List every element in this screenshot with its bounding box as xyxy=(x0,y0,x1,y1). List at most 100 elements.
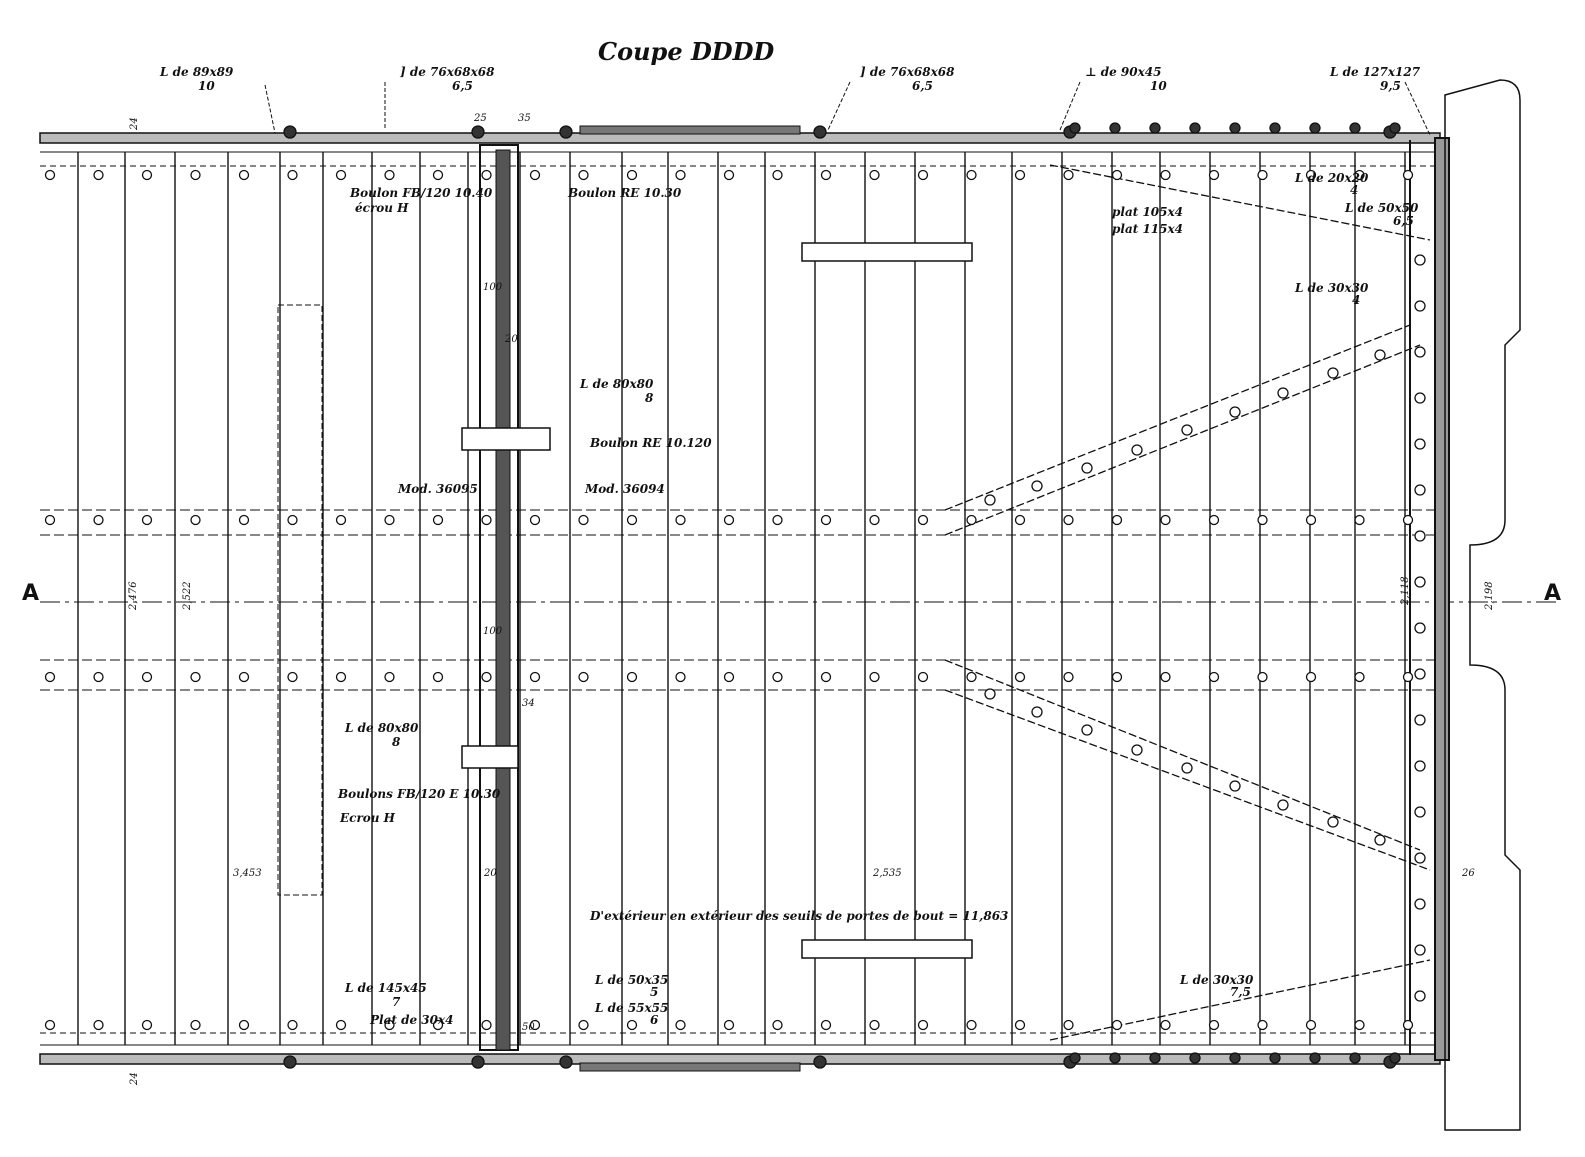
diagonal-brace-line xyxy=(944,324,1411,511)
callout-plat-105: plat 105x4 xyxy=(1112,205,1183,219)
buffer-beam-outline xyxy=(1444,79,1521,1131)
dashed-frame-left xyxy=(277,304,323,896)
rivet xyxy=(1402,671,1414,683)
rivet xyxy=(917,671,929,683)
rivet xyxy=(190,169,201,181)
rivet xyxy=(287,1019,298,1031)
callout-plat-30: Plat de 30x4 xyxy=(369,1013,453,1027)
headstock-rivet xyxy=(1414,392,1426,404)
svg-text:7: 7 xyxy=(392,995,401,1009)
rivet xyxy=(772,514,783,526)
rivet xyxy=(1014,514,1026,526)
dimension-2198: 2,198 xyxy=(1484,581,1495,611)
diagonal-rivet xyxy=(1229,780,1241,792)
dimension-20-bottom: 20 xyxy=(483,868,497,879)
diagonal-brace-line xyxy=(944,344,1421,536)
svg-text:4: 4 xyxy=(1350,183,1358,197)
dimension-2476: 2,476 xyxy=(128,581,139,611)
rivet xyxy=(578,514,589,526)
headstock-rivet xyxy=(1414,898,1426,910)
rivet xyxy=(335,514,347,526)
section-marker-right: A xyxy=(1544,581,1561,606)
dimension-25: 25 xyxy=(473,113,487,124)
headstock-rivet xyxy=(1414,254,1426,266)
rivet xyxy=(966,514,977,526)
rivet xyxy=(44,671,56,683)
svg-text:L de 80x80: L de 80x80 xyxy=(579,377,654,391)
rivet xyxy=(529,1019,541,1031)
svg-text:Boulon FB/120 10.40: Boulon FB/120 10.40 xyxy=(349,186,493,200)
headstock-rivet xyxy=(1414,300,1426,312)
rivet xyxy=(723,514,735,526)
rivet xyxy=(44,1019,56,1031)
rivet xyxy=(626,1019,638,1031)
diagonal-rivet xyxy=(1327,367,1339,379)
rivet xyxy=(1305,671,1317,683)
rivet xyxy=(1111,514,1123,526)
rivet xyxy=(578,671,589,683)
bottom-rivet xyxy=(1189,1052,1201,1064)
door-sill-bottom xyxy=(579,1062,801,1072)
rivet xyxy=(1305,1019,1317,1031)
rivet xyxy=(626,671,638,683)
bottom-rivet xyxy=(1269,1052,1281,1064)
overall-length-dimension: D'extérieur en extérieur des seuils de p… xyxy=(589,909,1008,923)
bracket-top xyxy=(461,427,551,451)
diagonal-rivet xyxy=(1327,816,1339,828)
rivet xyxy=(1111,1019,1123,1031)
rivet xyxy=(1305,169,1317,181)
diagonal-brace-line xyxy=(944,659,1421,851)
rivet xyxy=(578,1019,589,1031)
dimension-3453: 3,453 xyxy=(233,868,262,879)
rivet xyxy=(481,1019,492,1031)
rivet xyxy=(1208,671,1220,683)
svg-text:6: 6 xyxy=(650,1013,659,1027)
rivet xyxy=(287,671,298,683)
rivet xyxy=(869,169,880,181)
diagonal-brace-line xyxy=(1049,164,1431,241)
rivet xyxy=(966,169,977,181)
sole-bar-rivet xyxy=(471,1055,485,1069)
callout-plat-115: plat 115x4 xyxy=(1112,222,1183,236)
bottom-rivet xyxy=(1229,1052,1241,1064)
rivet xyxy=(1063,1019,1074,1031)
diagonal-brace-line xyxy=(1049,959,1431,1041)
rivet xyxy=(966,1019,977,1031)
frame-geometry xyxy=(39,79,1560,1131)
rivet xyxy=(1354,1019,1365,1031)
headstock-rivet xyxy=(1414,530,1426,542)
rivet xyxy=(1111,169,1123,181)
svg-text:L de 30x30: L de 30x30 xyxy=(1294,281,1369,295)
bottom-rivet xyxy=(1109,1052,1121,1064)
rivet xyxy=(1257,169,1268,181)
diagonal-rivet xyxy=(1081,724,1093,736)
rivet xyxy=(93,671,104,683)
callout-boulon-re-1030: Boulon RE 10.30 xyxy=(567,186,682,200)
diagonal-rivet xyxy=(1131,744,1143,756)
rivet xyxy=(93,169,104,181)
headstock-rivet xyxy=(1414,484,1426,496)
rivet xyxy=(1402,514,1414,526)
rivet xyxy=(190,1019,201,1031)
top-rivet xyxy=(1389,122,1401,134)
rivet xyxy=(529,671,541,683)
rivet xyxy=(1354,514,1365,526)
svg-text:Ecrou H: Ecrou H xyxy=(339,811,396,825)
rivet xyxy=(141,1019,153,1031)
rivet xyxy=(238,169,250,181)
dimension-24-bottom: 24 xyxy=(129,1072,140,1086)
top-rivet xyxy=(1069,122,1081,134)
rivet xyxy=(1063,671,1074,683)
headstock-rivet xyxy=(1414,438,1426,450)
diagonal-rivet xyxy=(984,688,996,700)
rivet xyxy=(335,671,347,683)
rivet xyxy=(675,1019,686,1031)
rivet xyxy=(1160,671,1171,683)
